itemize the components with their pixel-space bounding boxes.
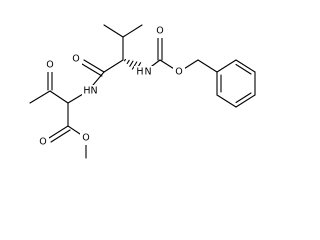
atom-o-carbamate-carbonyl: O (154, 25, 166, 38)
atom-o-ester-carbonyl: O (37, 136, 49, 149)
atom-o-carbamate-ether-text: O (175, 67, 182, 78)
bond-amide-double-a (83, 59, 105, 73)
bond-amide-calpha (103, 59, 124, 73)
bond-ch-methyl-left (103, 24, 124, 38)
atom-h-carbamate-text: H (136, 67, 143, 78)
atom-o-ketone-text: O (46, 60, 53, 71)
bond-ester-double-a (48, 125, 69, 139)
atom-o-ester-carbonyl-text: O (39, 137, 46, 148)
atom-o-amide-text: O (72, 54, 79, 65)
atom-h-amide-text: H (83, 86, 90, 97)
bond-ch2-phenyl (197, 59, 218, 73)
atom-o-ketone: O (44, 59, 56, 72)
atom-n-amide-text: N (90, 86, 97, 97)
bond-methyl-ketone (29, 90, 51, 104)
atom-o-carbamate-ether: O (173, 66, 185, 79)
atom-o-ester-ether: O (80, 132, 92, 145)
atom-o-amide: O (70, 53, 82, 66)
bond-amide-double-b (81, 63, 103, 77)
bond-ketone-alpha (49, 90, 69, 104)
atom-n-carbamate-text: N (144, 67, 151, 78)
atom-o-ester-ether-text: O (82, 133, 89, 144)
bond-layer (29, 24, 256, 159)
atom-nh-amide: N H (82, 85, 102, 97)
atom-o-carbamate-carbonyl-text: O (156, 26, 163, 37)
bond-ester-double-b (50, 129, 71, 143)
phenyl-ring (216, 59, 256, 108)
atom-nh-carbamate: H N (134, 66, 155, 78)
bond-ch-methyl-right (122, 24, 143, 38)
structure-diagram: O N H O H N O O O O (29, 24, 256, 159)
atom-label-layer: O N H O H N O O O O (37, 25, 185, 149)
